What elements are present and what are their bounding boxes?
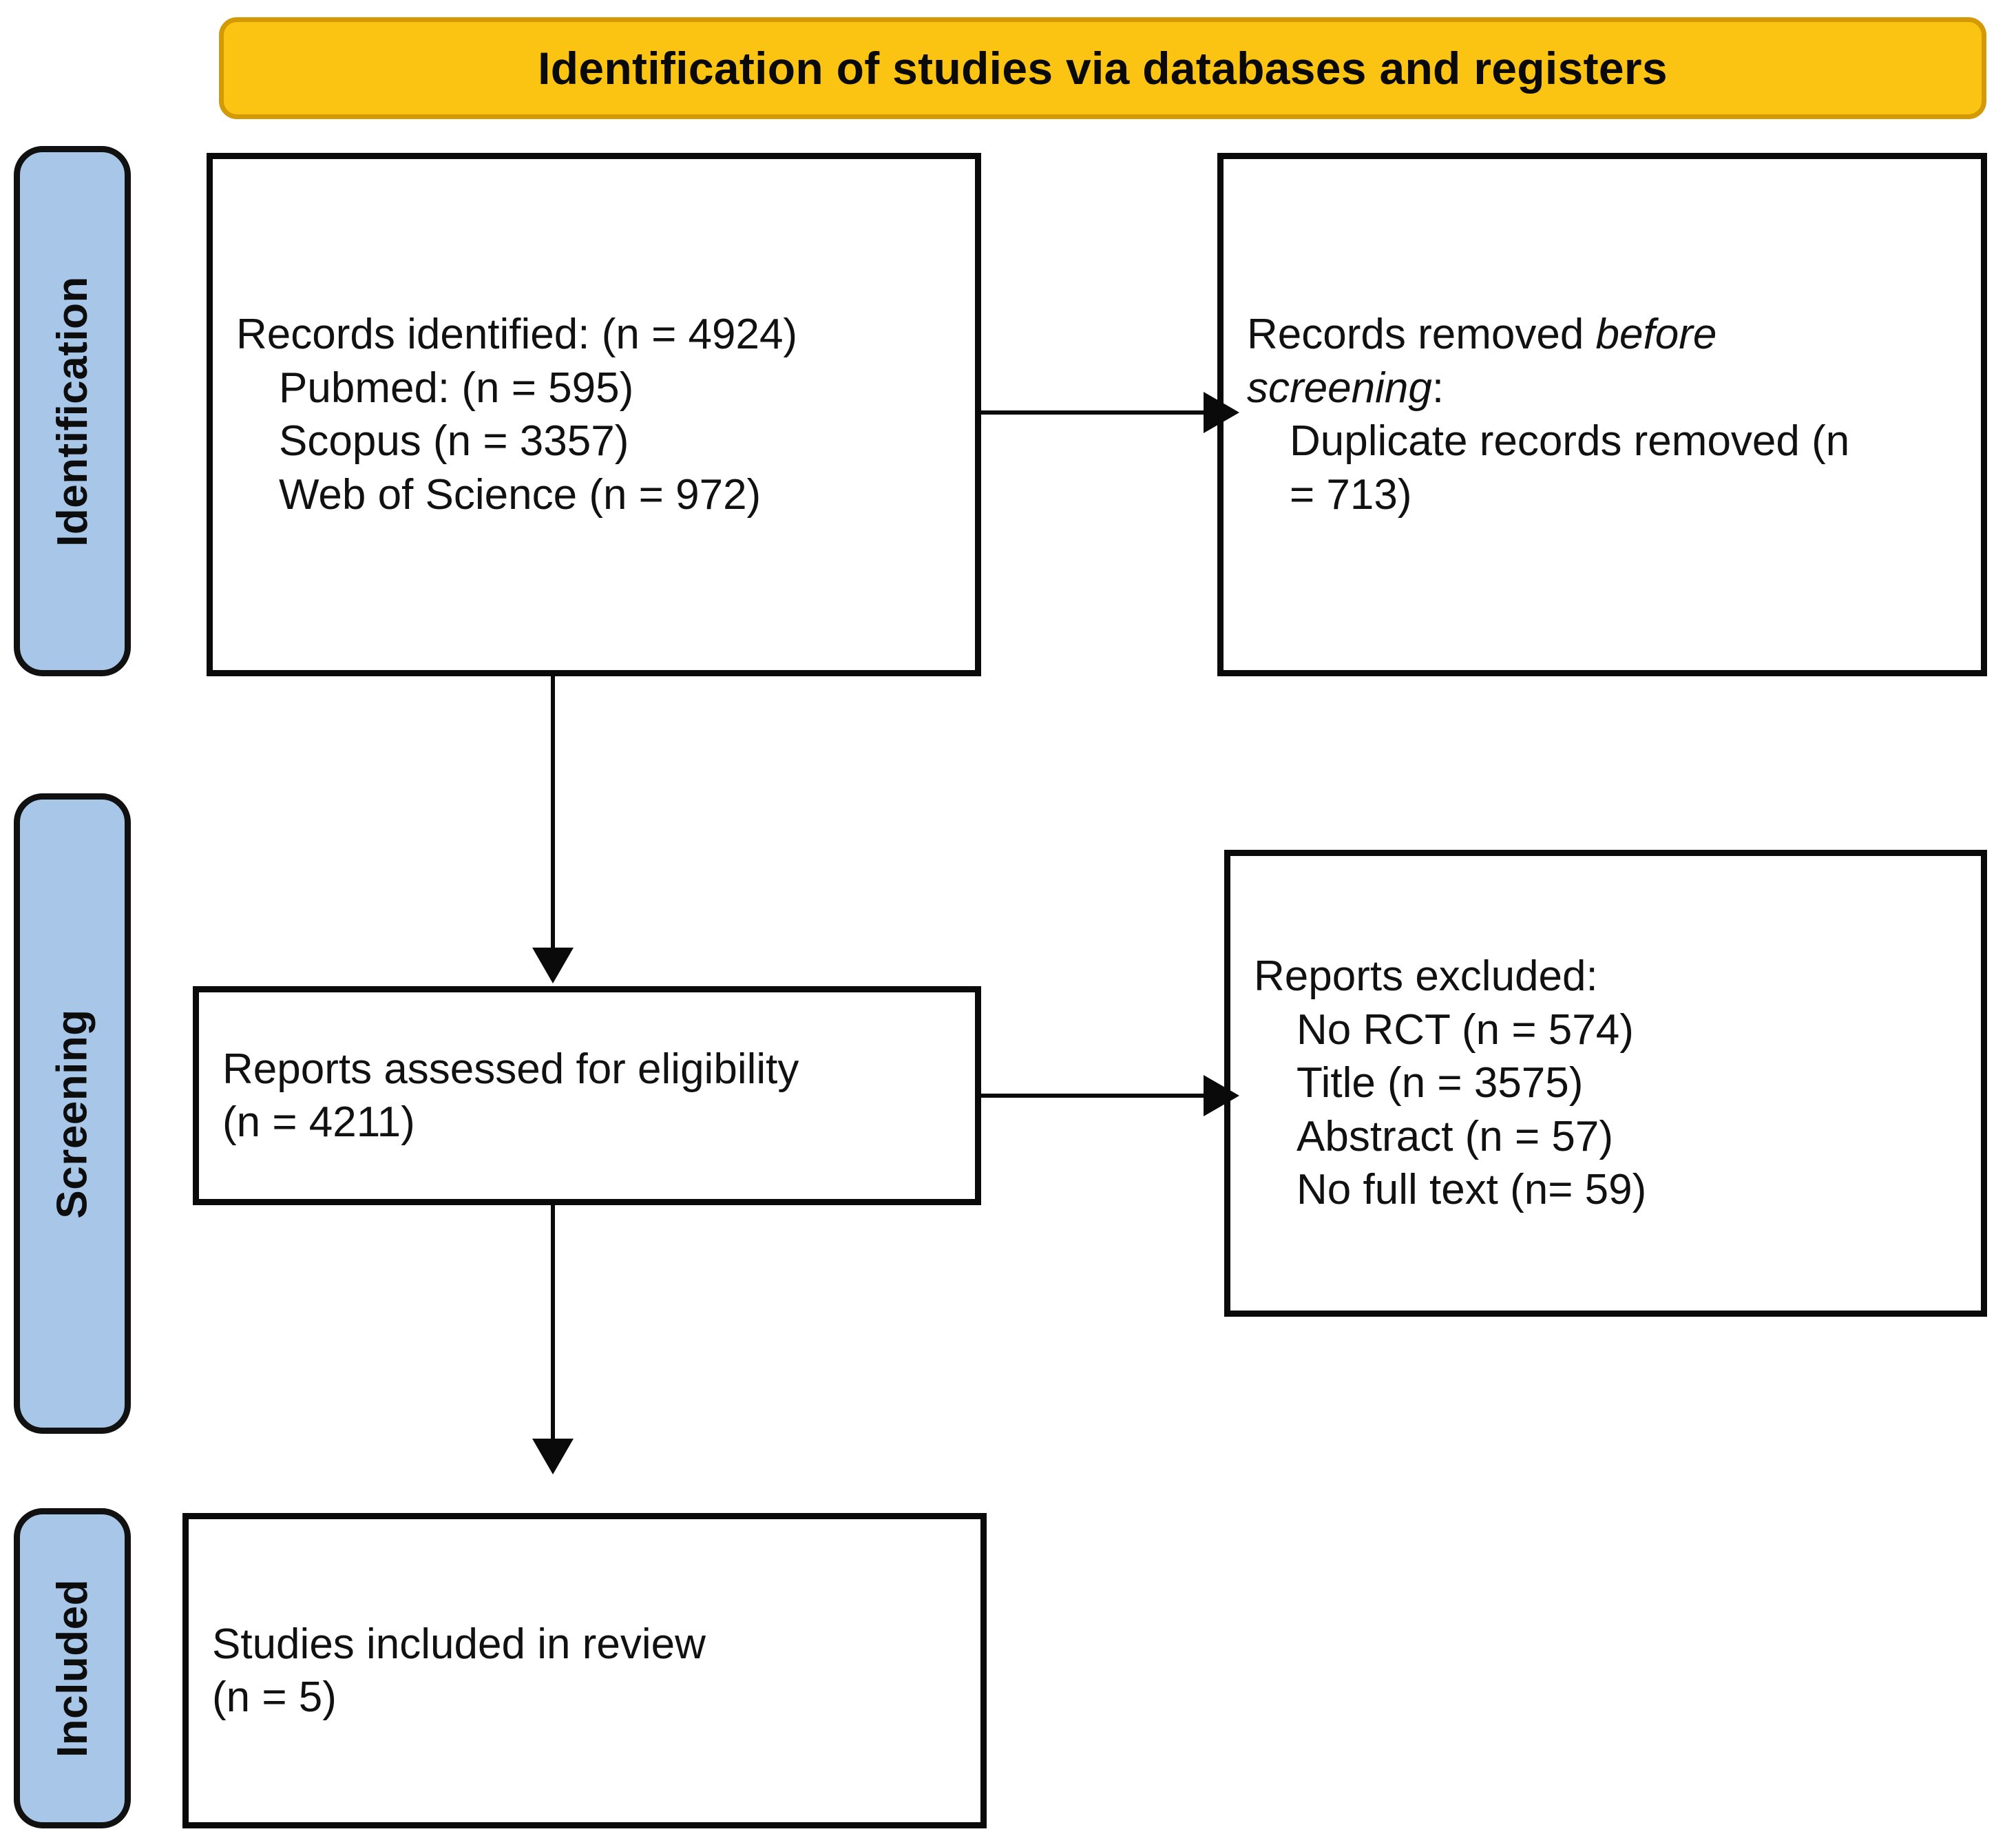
arrowhead-identified-to-removed (1204, 392, 1239, 433)
arrowhead-assessed-to-excluded (1204, 1075, 1239, 1116)
connector-assessed-to-excluded (978, 1094, 1205, 1098)
line-studies-included-title: Studies included in review (212, 1620, 706, 1668)
box-studies-included: Studies included in review (n = 5) (182, 1513, 987, 1828)
line-studies-included-count: (n = 5) (212, 1673, 337, 1721)
header-banner-title: Identification of studies via databases … (538, 43, 1668, 94)
stage-pill-screening: Screening (14, 793, 131, 1434)
box-records-removed: Records removed before screening: Duplic… (1217, 153, 1987, 676)
stage-label-screening: Screening (48, 1008, 96, 1219)
line-reports-excluded-abstract: Abstract (n = 57) (1296, 1112, 1614, 1160)
box-reports-excluded-text: Reports excluded: No RCT (n = 574) Title… (1230, 950, 1981, 1217)
line-reports-excluded-title: Reports excluded: (1254, 952, 1598, 1001)
line-records-removed-head-plain: Records removed (1247, 311, 1596, 358)
stage-pill-identification: Identification (14, 146, 131, 676)
line-records-removed-screening-italic: screening (1247, 364, 1432, 412)
box-records-removed-text: Records removed before screening: Duplic… (1224, 308, 1981, 521)
arrowhead-assessed-to-included (532, 1439, 574, 1474)
box-reports-assessed-text: Reports assessed for eligibility (n = 42… (199, 1043, 975, 1149)
line-records-identified-total: Records identified: (n = 4924) (236, 311, 798, 358)
box-records-identified-text: Records identified: (n = 4924) Pubmed: (… (213, 308, 975, 521)
line-records-identified-scopus: Scopus (n = 3357) (279, 417, 629, 465)
arrowhead-identified-to-assessed (532, 948, 574, 983)
box-records-identified: Records identified: (n = 4924) Pubmed: (… (207, 153, 981, 676)
line-records-identified-wos: Web of Science (n = 972) (279, 470, 762, 519)
line-records-removed-colon: : (1431, 364, 1445, 412)
line-reports-excluded-no-rct: No RCT (n = 574) (1296, 1005, 1634, 1054)
line-reports-excluded-no-full-text: No full text (n= 59) (1296, 1166, 1647, 1214)
line-records-removed-duplicates: Duplicate records removed (n (1290, 417, 1850, 465)
line-records-identified-pubmed: Pubmed: (n = 595) (279, 364, 634, 412)
box-reports-assessed: Reports assessed for eligibility (n = 42… (193, 986, 981, 1205)
connector-identified-to-removed (978, 410, 1205, 415)
stage-label-included: Included (48, 1579, 96, 1757)
stage-label-identification: Identification (48, 275, 96, 547)
line-reports-excluded-title-reason: Title (n = 3575) (1296, 1059, 1584, 1107)
line-records-removed-head: Records removed before (1247, 308, 1957, 362)
line-reports-assessed-title: Reports assessed for eligibility (222, 1045, 799, 1093)
line-records-removed-head-italic: before (1595, 311, 1717, 358)
stage-pill-included: Included (14, 1508, 131, 1828)
box-reports-excluded: Reports excluded: No RCT (n = 574) Title… (1224, 850, 1987, 1317)
line-reports-assessed-count: (n = 4211) (222, 1098, 415, 1146)
line-records-removed-duplicates-count: = 713) (1290, 470, 1412, 519)
connector-identified-to-assessed (551, 674, 555, 949)
line-records-removed-head2: screening: (1247, 362, 1957, 415)
box-studies-included-text: Studies included in review (n = 5) (189, 1618, 980, 1724)
header-banner: Identification of studies via databases … (219, 17, 1986, 119)
connector-assessed-to-included (551, 1202, 555, 1440)
